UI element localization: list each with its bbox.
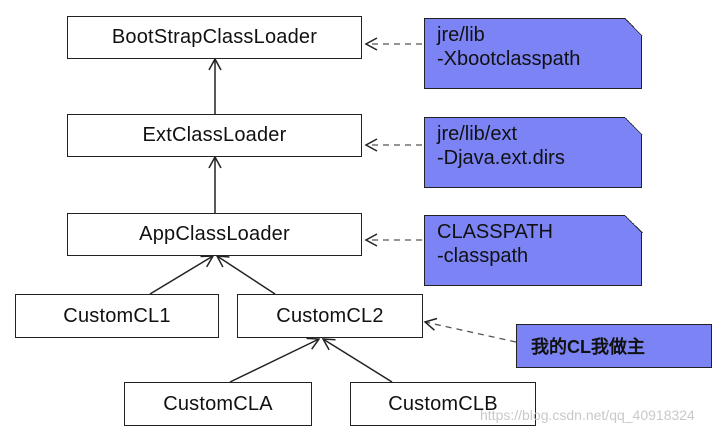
- ext-note-line-2: -Djava.ext.dirs: [437, 147, 565, 169]
- arrow-cla-to-cl2: [229, 337, 321, 383]
- bootstrap-note-line-1: jre/lib: [437, 24, 485, 46]
- custom-cla-box: CustomCLA: [124, 382, 312, 426]
- bootstrap-path-note: jre/lib -Xbootclasspath: [424, 17, 643, 89]
- ext-note-line-1: jre/lib/ext: [437, 123, 518, 145]
- app-classloader-box: AppClassLoader: [67, 213, 362, 256]
- custom-cl1-label: CustomCL1: [63, 304, 171, 327]
- ext-classloader-box: ExtClassLoader: [67, 114, 362, 157]
- note-fold-corner: [624, 214, 643, 233]
- arrow-cl1-to-app: [149, 255, 215, 295]
- custom-cl1-box: CustomCL1: [15, 294, 219, 338]
- app-path-note: CLASSPATH -classpath: [424, 214, 643, 286]
- note-fold-corner: [624, 116, 643, 135]
- custom-cl2-label: CustomCL2: [276, 304, 384, 327]
- custom-note-text: 我的CL我做主: [531, 337, 645, 357]
- app-note-line-1: CLASSPATH: [437, 221, 553, 243]
- arrow-cl2-to-app: [215, 255, 276, 295]
- note-fold-corner: [624, 17, 643, 36]
- custom-cla-label: CustomCLA: [163, 392, 273, 415]
- bootstrap-note-line-2: -Xbootclasspath: [437, 48, 581, 70]
- arrow-clb-to-cl2: [321, 338, 393, 383]
- app-note-line-2: -classpath: [437, 245, 529, 267]
- app-classloader-label: AppClassLoader: [139, 223, 290, 245]
- bootstrap-classloader-box: BootStrapClassLoader: [67, 16, 362, 59]
- bootstrap-classloader-label: BootStrapClassLoader: [111, 26, 318, 48]
- watermark-text: https://blog.csdn.net/qq_40918324: [480, 407, 695, 423]
- ext-path-note: jre/lib/ext -Djava.ext.dirs: [424, 116, 643, 188]
- note-link-custom: [423, 317, 517, 343]
- ext-classloader-label: ExtClassLoader: [142, 124, 287, 146]
- custom-clb-label: CustomCLB: [388, 392, 498, 415]
- custom-loader-note: 我的CL我做主: [516, 324, 712, 368]
- custom-clb-box: CustomCLB: [350, 382, 536, 426]
- custom-cl2-box: CustomCL2: [237, 294, 423, 338]
